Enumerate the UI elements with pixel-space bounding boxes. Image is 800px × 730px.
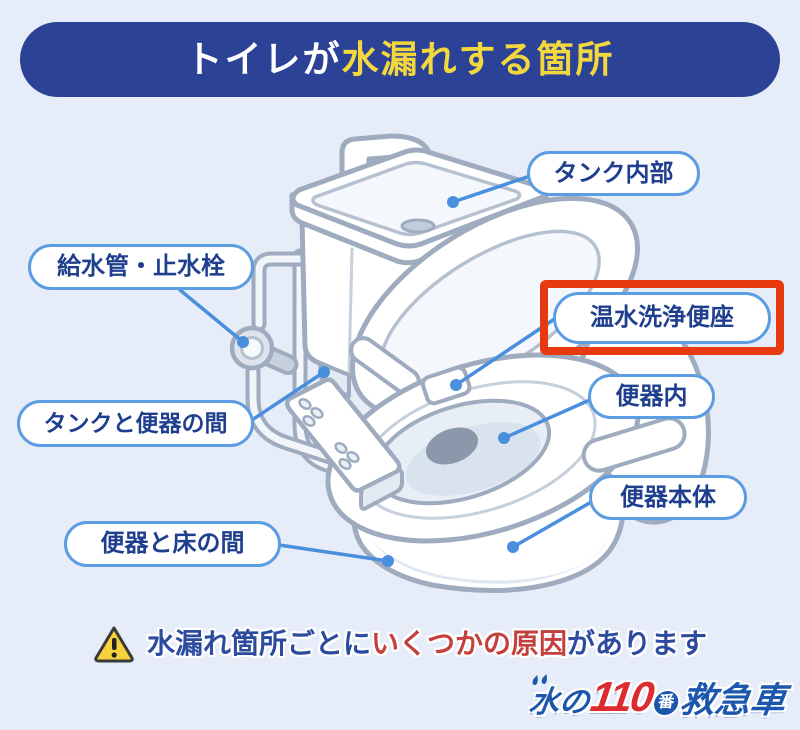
warning-text-highlight: いくつかの原因 [370, 628, 567, 659]
toilet-lid [349, 195, 640, 421]
leader-dot-tank-bowl-gap [318, 366, 330, 378]
label-washlet-seat: 温水洗浄便座 [553, 291, 771, 344]
warning-text-suffix: があります [567, 628, 708, 659]
leader-line-bowl-floor [277, 543, 390, 563]
logo-rescue-text: 救急車 [677, 681, 789, 720]
warning-text-prefix: 水漏れ箇所ごとに [146, 628, 371, 659]
warning-row: 水漏れ箇所ごとにいくつかの原因があります [0, 618, 800, 670]
leader-line-bowl-body [511, 499, 595, 549]
water-drops-icon [532, 674, 547, 685]
stop-valve [229, 325, 299, 376]
control-panel [285, 377, 404, 511]
label-bowl-body: 便器本体 [589, 475, 747, 520]
leader-dot-washlet [450, 379, 462, 391]
bowl-drain [425, 427, 479, 465]
leader-line-bowl-inside [502, 397, 594, 440]
label-bowl-floor-gap: 便器と床の間 [64, 521, 281, 567]
logo-110-text: 110 [587, 673, 656, 720]
label-bowl-body-text: 便器本体 [620, 483, 716, 511]
leader-line-tank-inside [451, 174, 532, 204]
header-title-part1: トイレが [185, 39, 342, 80]
tank-drain-hole [400, 218, 436, 234]
header-banner: トイレが水漏れする箇所 [20, 22, 780, 97]
label-tank-inside: タンク内部 [527, 151, 700, 196]
logo-ban-badge: 番 [652, 691, 680, 715]
label-tank-bowl-gap-text: タンクと便器の間 [43, 410, 228, 436]
label-bowl-inside-text: 便器内 [615, 382, 688, 410]
warning-triangle-icon [94, 626, 134, 663]
label-bowl-floor-gap-text: 便器と床の間 [100, 530, 245, 557]
label-supply-text: 給水管・止水栓 [57, 253, 225, 280]
leader-dot-tank-inside [447, 196, 459, 208]
leader-dot-bowl-body [507, 541, 519, 553]
leader-line-supply [178, 288, 245, 344]
header-title-part2: 水漏れする箇所 [341, 39, 615, 80]
logo-water-text: 水の [527, 674, 592, 719]
leader-line-washlet [454, 316, 558, 387]
label-tank-bowl-gap: タンクと便器の間 [17, 400, 254, 447]
panel-buttons [298, 397, 360, 471]
highlight-box-washlet-seat: 温水洗浄便座 [540, 280, 784, 355]
brand-logo: 水の 110 番 救急車 [527, 673, 789, 720]
label-tank-inside-text: タンク内部 [553, 159, 674, 187]
leader-dot-bowl-inside [498, 432, 510, 444]
label-supply-pipe-stop-valve: 給水管・止水栓 [28, 244, 254, 290]
leader-dot-bowl-floor [382, 555, 394, 567]
label-washlet-seat-text: 温水洗浄便座 [590, 303, 734, 331]
supply-pipe [245, 251, 338, 465]
label-bowl-inside: 便器内 [588, 374, 715, 419]
hinge-cover [581, 416, 687, 473]
leader-line-tank-bowl-gap [250, 370, 326, 422]
leader-dot-supply [237, 336, 249, 348]
